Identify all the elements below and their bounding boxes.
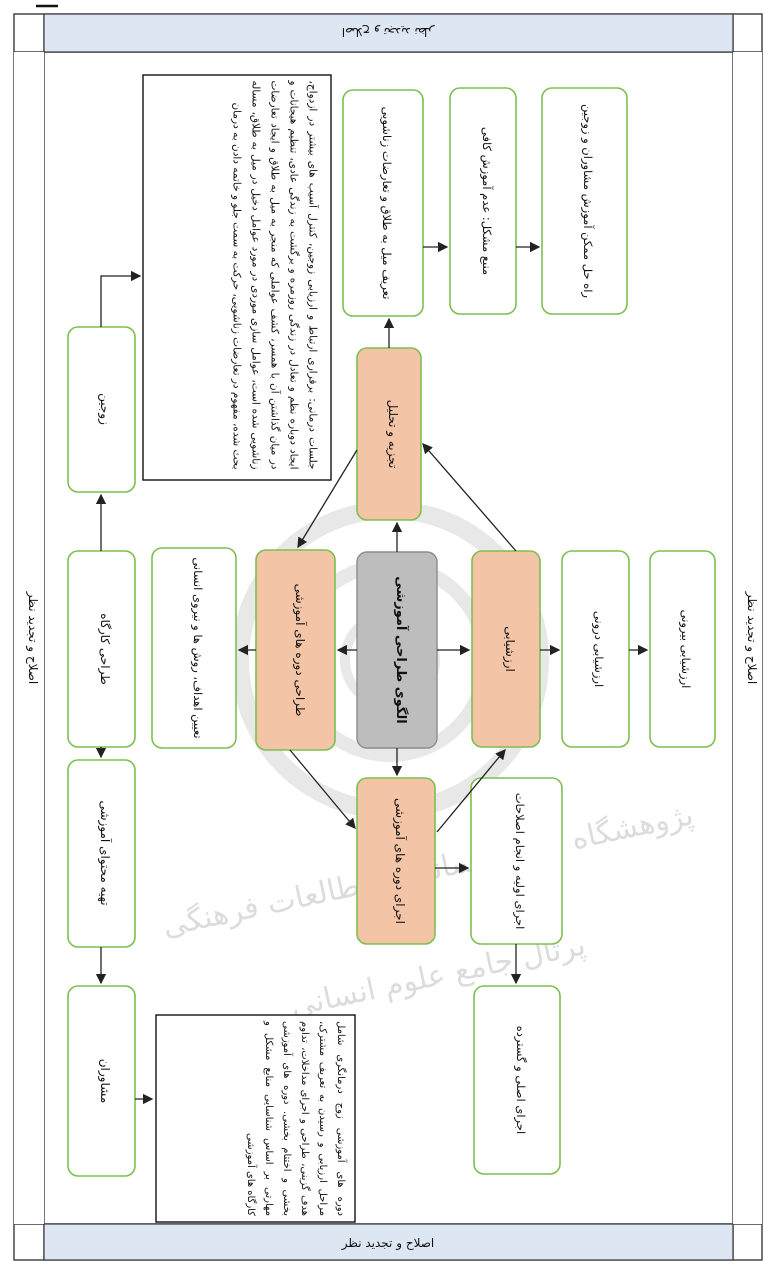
box-eval-external (649, 550, 716, 748)
box-impl-full (473, 985, 561, 1175)
box-evaluation (471, 550, 541, 748)
label-counselors: مشاوران (97, 1059, 112, 1104)
arrow-couples-note (100, 270, 142, 327)
label-workshop: طراحی کارگاه (97, 613, 112, 685)
label-source-problem: منبع مشکل: عدم آموزش کافی (479, 127, 494, 275)
note-top-text: جلسات درمانی: برقراری ارتباط و ارزیابی ز… (231, 81, 319, 470)
revision-label-bottom: اصلاح و تجدید نظر (341, 1236, 435, 1251)
note-bottom (155, 1014, 356, 1223)
revision-band-right (733, 52, 762, 1224)
label-impl-pilot: اجرای اولیه و انجام اصلاحات (512, 793, 527, 930)
arrow-analysis-design (297, 449, 358, 549)
arrow-design-implementation (289, 749, 356, 829)
arrow-evaluation-analysis (422, 443, 517, 552)
box-counselors (67, 985, 136, 1177)
label-center: الگوی طراحی آموزشی (393, 576, 410, 723)
revision-band-left (14, 52, 44, 1224)
revision-band-bottom (43, 1223, 734, 1261)
revision-label-right: اصلاح و تجدید نظر (744, 591, 759, 685)
label-impl-full: اجرای اصلی و گسترده (513, 1026, 528, 1134)
label-design-goals: تعیین اهداف، روش ها و نیروی انسانی (190, 557, 205, 738)
label-implementation: اجرای دوره های آموزشی (392, 798, 408, 924)
label-eval-external: ارزشیابی بیرونی (678, 610, 693, 689)
revision-label-top: اصلاح و تجدید نظر (342, 24, 436, 39)
note-top (142, 74, 332, 481)
revision-label-left: اصلاح و تجدید نظر (25, 591, 40, 685)
box-implementation (356, 777, 436, 945)
label-design: طراحی دوره های آموزشی (292, 584, 308, 717)
label-solution: راه حل ممکن آموزش مشاوران و زوجین (580, 104, 595, 298)
label-couples: زوجین (97, 393, 112, 425)
box-definition (342, 89, 424, 317)
note-bottom-text: دوره های آموزشی زوج درمانگری شامل مراحل … (245, 1021, 346, 1216)
label-analysis: تجزیه و تحلیل (385, 400, 400, 469)
revision-band-top (43, 13, 734, 53)
label-content: تهیه محتوای آموزشی (97, 800, 113, 905)
arrow-implementation-evaluation (436, 748, 506, 833)
label-evaluation: ارزشیابی (502, 626, 517, 672)
box-solution (541, 87, 628, 315)
box-source-problem (449, 87, 517, 315)
label-eval-internal: ارزشیابی درونی (591, 611, 606, 687)
label-definition: تعریف میل به طلاق و تعارضات زناشویی (379, 107, 394, 300)
box-design-goals (151, 547, 237, 749)
box-eval-internal (561, 550, 630, 748)
